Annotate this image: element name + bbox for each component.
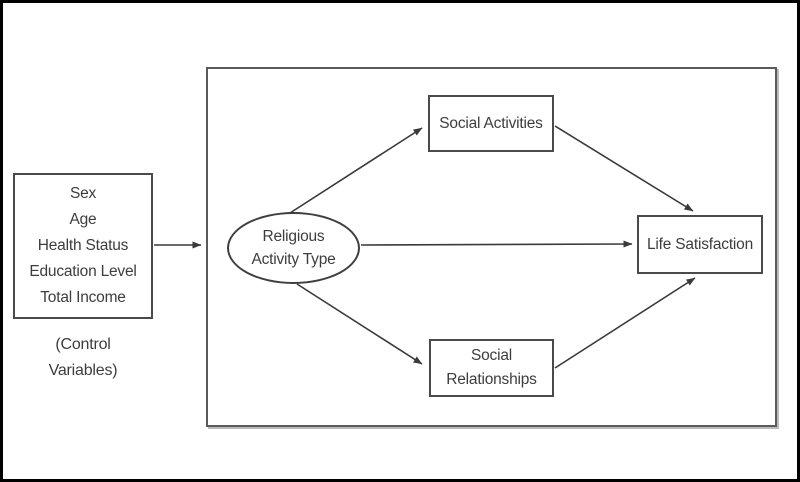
control-variables-caption: (Control Variables): [13, 332, 153, 384]
control-variable-income: Total Income: [40, 289, 126, 306]
life-satisfaction-node: Life Satisfaction: [637, 215, 763, 274]
control-variable-age: Age: [69, 211, 97, 228]
control-variable-health: Health Status: [37, 237, 129, 254]
religious-activity-type-node: Religious Activity Type: [227, 212, 360, 284]
social-relationships-node: Social Relationships: [429, 339, 554, 397]
social-relationships-line-2: Relationships: [446, 371, 537, 388]
control-variable-sex: Sex: [69, 185, 97, 202]
religious-node-line-2: Activity Type: [251, 251, 336, 268]
control-variable-education: Education Level: [29, 263, 137, 280]
religious-node-line-1: Religious: [262, 228, 325, 245]
control-caption-line-2: Variables): [48, 362, 118, 379]
control-variables-box: Sex Age Health Status Education Level To…: [13, 173, 153, 319]
control-caption-line-1: (Control: [55, 336, 111, 353]
life-satisfaction-label: Life Satisfaction: [646, 235, 754, 253]
social-activities-node: Social Activities: [428, 95, 554, 152]
social-relationships-line-1: Social: [470, 347, 513, 364]
social-activities-label: Social Activities: [439, 114, 543, 132]
